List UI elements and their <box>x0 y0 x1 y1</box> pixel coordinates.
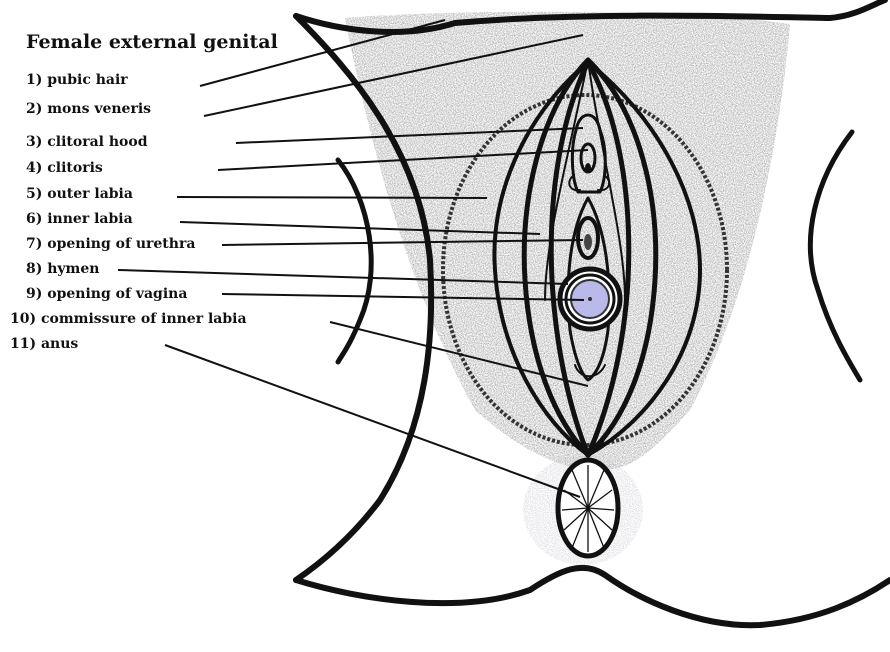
label-anus: 11) anus <box>10 336 78 352</box>
label-pubic-hair: 1) pubic hair <box>26 72 128 88</box>
label-outer-labia: 5) outer labia <box>26 186 133 202</box>
label-urethra-opening: 7) opening of urethra <box>26 236 195 252</box>
label-hymen: 8) hymen <box>26 261 99 277</box>
diagram-title: Female external genital <box>26 31 278 53</box>
label-inner-labia: 6) inner labia <box>26 211 133 227</box>
label-clitoral-hood: 3) clitoral hood <box>26 134 148 150</box>
leader-outer-labia <box>177 197 487 198</box>
label-clitoris: 4) clitoris <box>26 160 103 176</box>
label-mons-veneris: 2) mons veneris <box>26 101 151 117</box>
label-vaginal-opening: 9) opening of vagina <box>26 286 187 302</box>
label-commissure: 10) commissure of inner labia <box>10 311 247 327</box>
anus <box>558 460 618 556</box>
